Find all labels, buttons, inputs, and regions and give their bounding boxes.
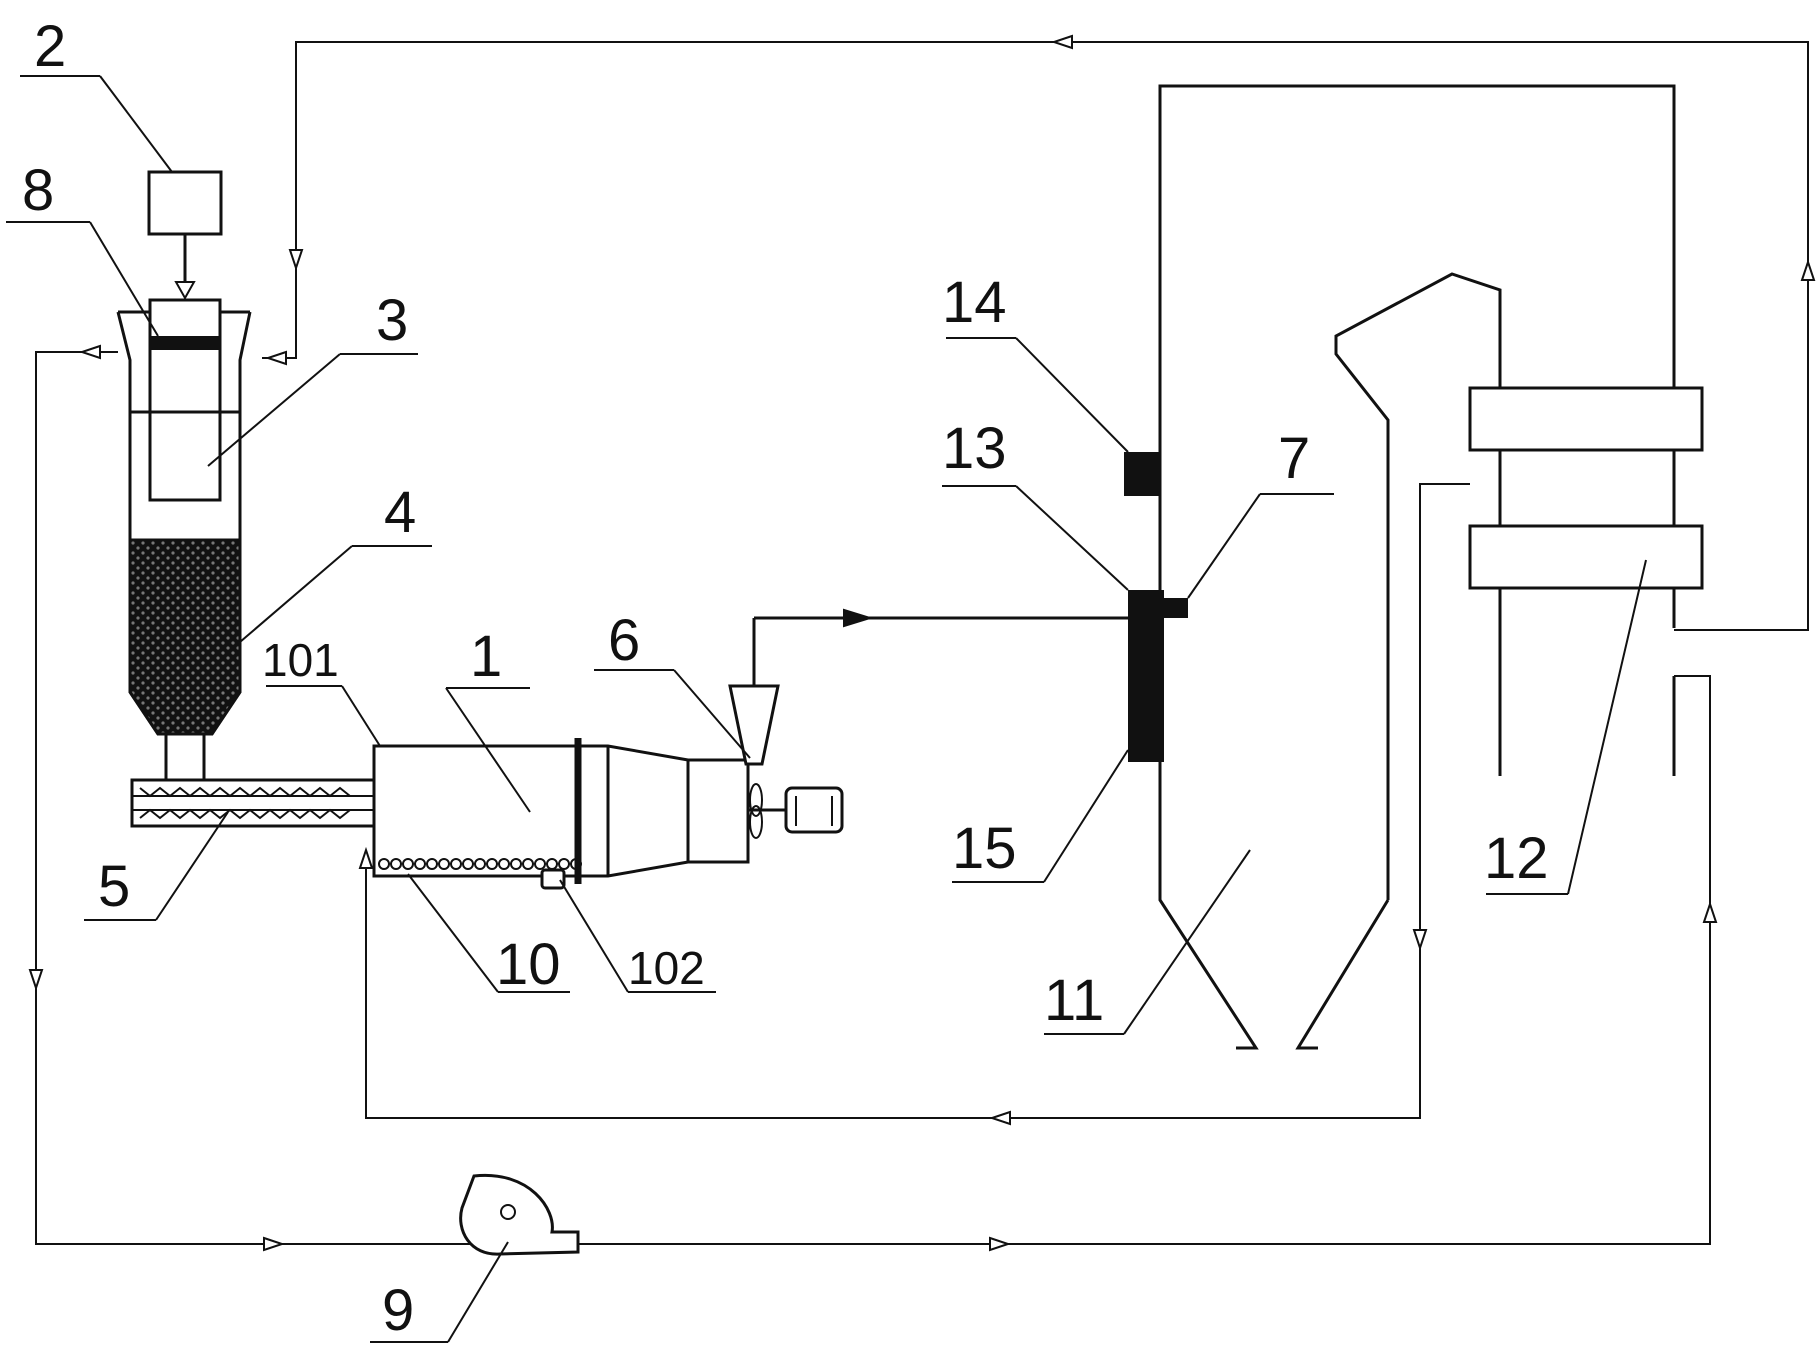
heating-tubes-10 — [378, 858, 582, 870]
motor-icon — [784, 786, 844, 834]
label-11: 11 — [1044, 968, 1104, 1033]
port-14 — [1124, 452, 1160, 496]
label-101: 101 — [262, 634, 339, 686]
label-3: 3 — [376, 288, 408, 353]
label-1: 1 — [470, 624, 502, 689]
funnel-6 — [728, 608, 1128, 766]
flue-gas-return-line — [262, 34, 1816, 631]
hot-gas-line — [358, 483, 1470, 1126]
drive-102 — [540, 868, 566, 890]
rotary-kiln-1 — [372, 738, 844, 890]
component-8-band — [150, 336, 220, 350]
label-4: 4 — [384, 480, 416, 545]
fan-9 — [459, 1173, 580, 1256]
label-13: 13 — [942, 416, 1007, 481]
label-12: 12 — [1484, 826, 1549, 891]
screw-conveyor-5 — [130, 778, 376, 828]
air-line — [28, 344, 1718, 1256]
boiler-11 — [1124, 84, 1676, 1050]
label-5: 5 — [98, 854, 130, 919]
label-102: 102 — [628, 942, 705, 994]
leader-lines — [6, 75, 1647, 1343]
nozzle-7 — [1164, 598, 1188, 618]
label-2: 2 — [34, 14, 66, 79]
label-15: 15 — [952, 816, 1017, 881]
label-8: 8 — [22, 158, 54, 223]
labels: 2 8 3 4 101 1 6 5 10 102 14 13 7 15 11 1… — [22, 14, 1549, 1343]
label-7: 7 — [1278, 426, 1310, 491]
label-14: 14 — [942, 270, 1007, 335]
label-10: 10 — [496, 932, 561, 997]
component-2-box — [147, 170, 223, 301]
heat-exchanger-12 — [1468, 386, 1704, 776]
label-9: 9 — [382, 1278, 414, 1343]
label-6: 6 — [608, 608, 640, 673]
reactor-vessel — [116, 298, 252, 782]
burner-13-15 — [1128, 590, 1164, 762]
